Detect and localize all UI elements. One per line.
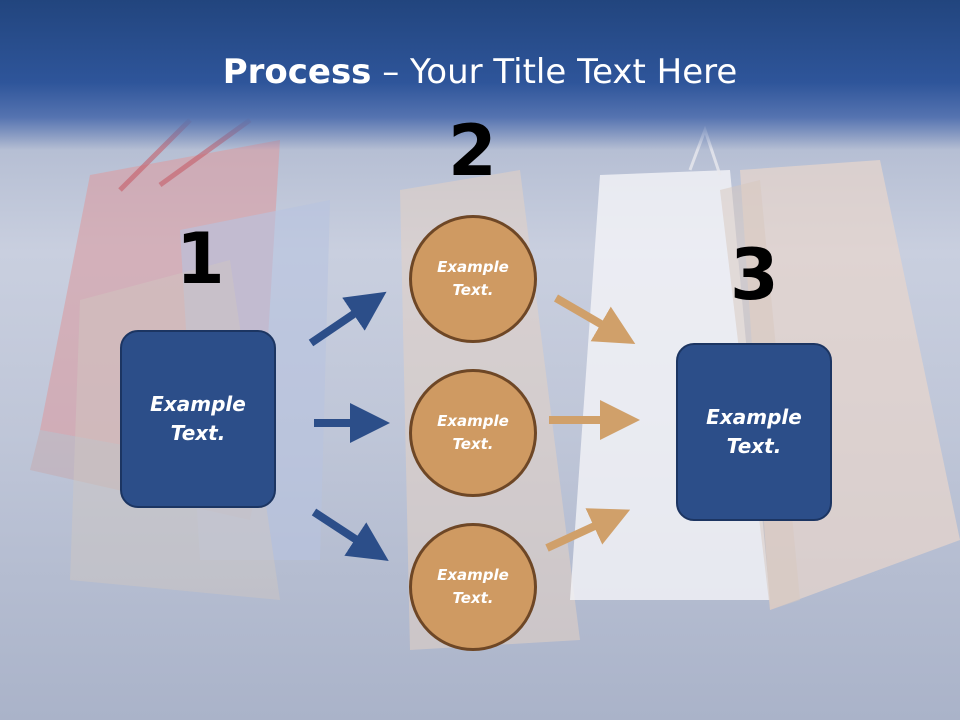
arrow-down-right-blue: [311, 508, 389, 561]
tan-arrows: [545, 294, 640, 552]
title-bar: [0, 0, 960, 150]
circle-middle-text: Example Text.: [437, 411, 509, 453]
circle-bottom-text: Example Text.: [437, 565, 509, 607]
slide-title: Process – Your Title Text Here: [0, 52, 960, 92]
circle-middle: Example Text.: [409, 369, 537, 497]
arrow-up-right-blue: [308, 291, 387, 347]
step-number-2: 2: [448, 110, 497, 192]
arrow-up-right-tan: [545, 508, 631, 552]
right-process-box: Example Text.: [676, 343, 832, 521]
left-box-text: Example Text.: [150, 392, 246, 445]
circle-top: Example Text.: [409, 215, 537, 343]
right-box-text: Example Text.: [706, 405, 802, 458]
circle-bottom: Example Text.: [409, 523, 537, 651]
blue-arrows: [308, 291, 390, 561]
arrow-down-right-tan: [553, 294, 636, 345]
title-rest: – Your Title Text Here: [371, 52, 738, 92]
step-number-3: 3: [730, 234, 779, 316]
step-number-1: 1: [176, 218, 225, 300]
circle-top-text: Example Text.: [437, 257, 509, 299]
left-process-box: Example Text.: [120, 330, 276, 508]
title-bold: Process: [222, 52, 372, 92]
